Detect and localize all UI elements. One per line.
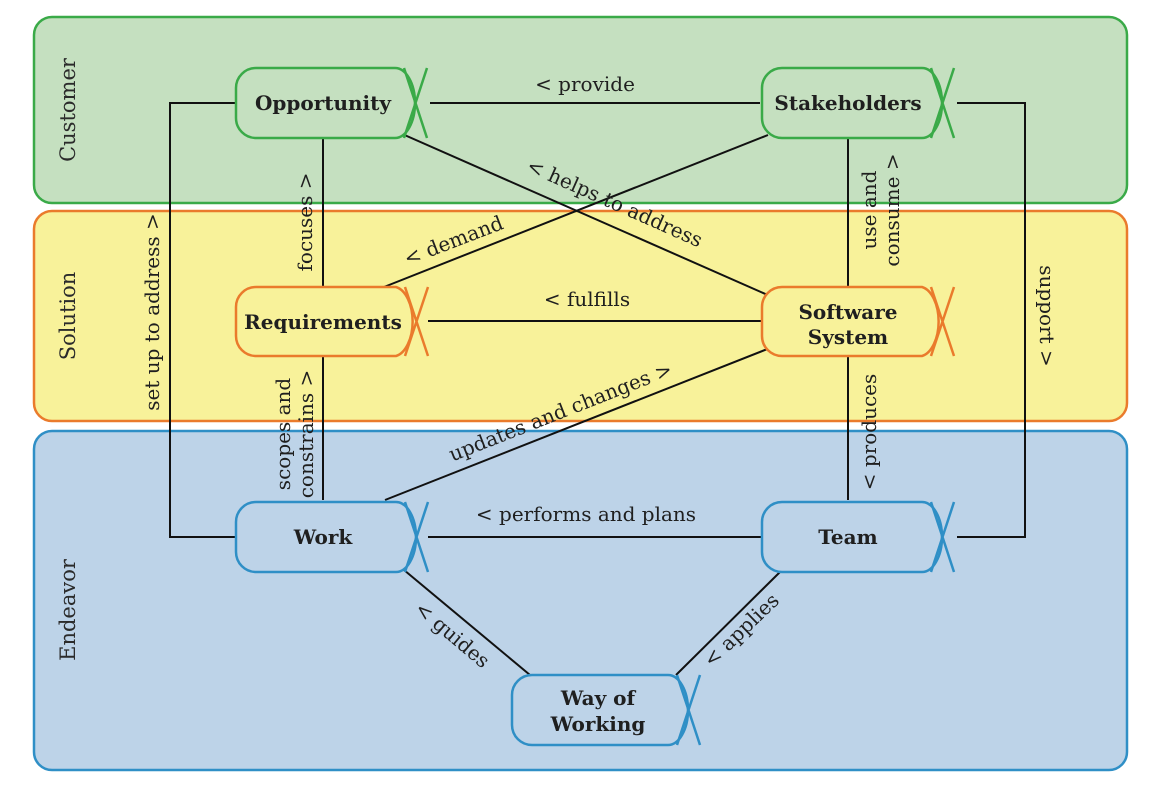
alpha-opportunity[interactable]: Opportunity [234, 66, 429, 140]
node-label-software-system-2: System [808, 325, 888, 349]
label-use-and-consume-2: consume > [880, 153, 904, 266]
alpha-cross-icon [929, 286, 956, 357]
node-label-opportunity: Opportunity [255, 91, 392, 115]
alpha-cross-icon [929, 501, 956, 573]
edge-helps-to-address [399, 132, 771, 297]
node-label-way-of-working-1: Way of [560, 686, 637, 710]
solution-area [32, 209, 1129, 423]
node-label-requirements: Requirements [244, 310, 402, 334]
edge-set-up-to-address [169, 102, 236, 538]
label-provide: < provide [535, 72, 635, 96]
label-use-and-consume-1: use and [857, 170, 881, 249]
alpha-way-of-working[interactable]: Way of Working [510, 673, 702, 747]
endeavor-area-label: Endeavor [56, 558, 80, 661]
label-focuses: focuses > [293, 172, 317, 271]
edge-guides [403, 569, 531, 676]
label-produces: < produces [857, 374, 881, 491]
node-label-way-of-working-2: Working [550, 712, 646, 736]
edge-demand [383, 134, 769, 288]
alpha-stakeholders[interactable]: Stakeholders [760, 66, 956, 140]
alpha-requirements[interactable]: Requirements [234, 285, 430, 358]
edge-updates-and-changes [384, 345, 776, 501]
edge-support [957, 102, 1026, 538]
alpha-cross-icon [403, 286, 430, 357]
node-label-software-system-1: Software [798, 300, 897, 324]
label-performs-and-plans: < performs and plans [476, 502, 696, 526]
alpha-software-system[interactable]: Software System [760, 285, 956, 358]
alpha-cross-icon [403, 501, 430, 573]
alpha-cross-icon [402, 67, 429, 139]
alpha-cross-icon [929, 67, 956, 139]
alpha-team[interactable]: Team [760, 500, 956, 574]
label-scopes-and-constrains-1: scopes and [271, 378, 295, 491]
node-label-team: Team [818, 525, 877, 549]
edge-applies [675, 571, 781, 676]
label-support: support > [1035, 265, 1059, 367]
customer-area [32, 15, 1129, 205]
edges [169, 102, 1026, 676]
node-label-stakeholders: Stakeholders [774, 91, 921, 115]
solution-area-label: Solution [56, 272, 80, 361]
label-fulfills: < fulfills [544, 287, 630, 311]
alpha-cross-icon [675, 674, 702, 746]
node-label-work: Work [293, 525, 354, 549]
customer-area-label: Customer [56, 57, 80, 162]
label-set-up-to-address: set up to address > [140, 213, 164, 411]
label-scopes-and-constrains-2: constrains > [294, 370, 318, 499]
alpha-work[interactable]: Work [234, 500, 430, 574]
